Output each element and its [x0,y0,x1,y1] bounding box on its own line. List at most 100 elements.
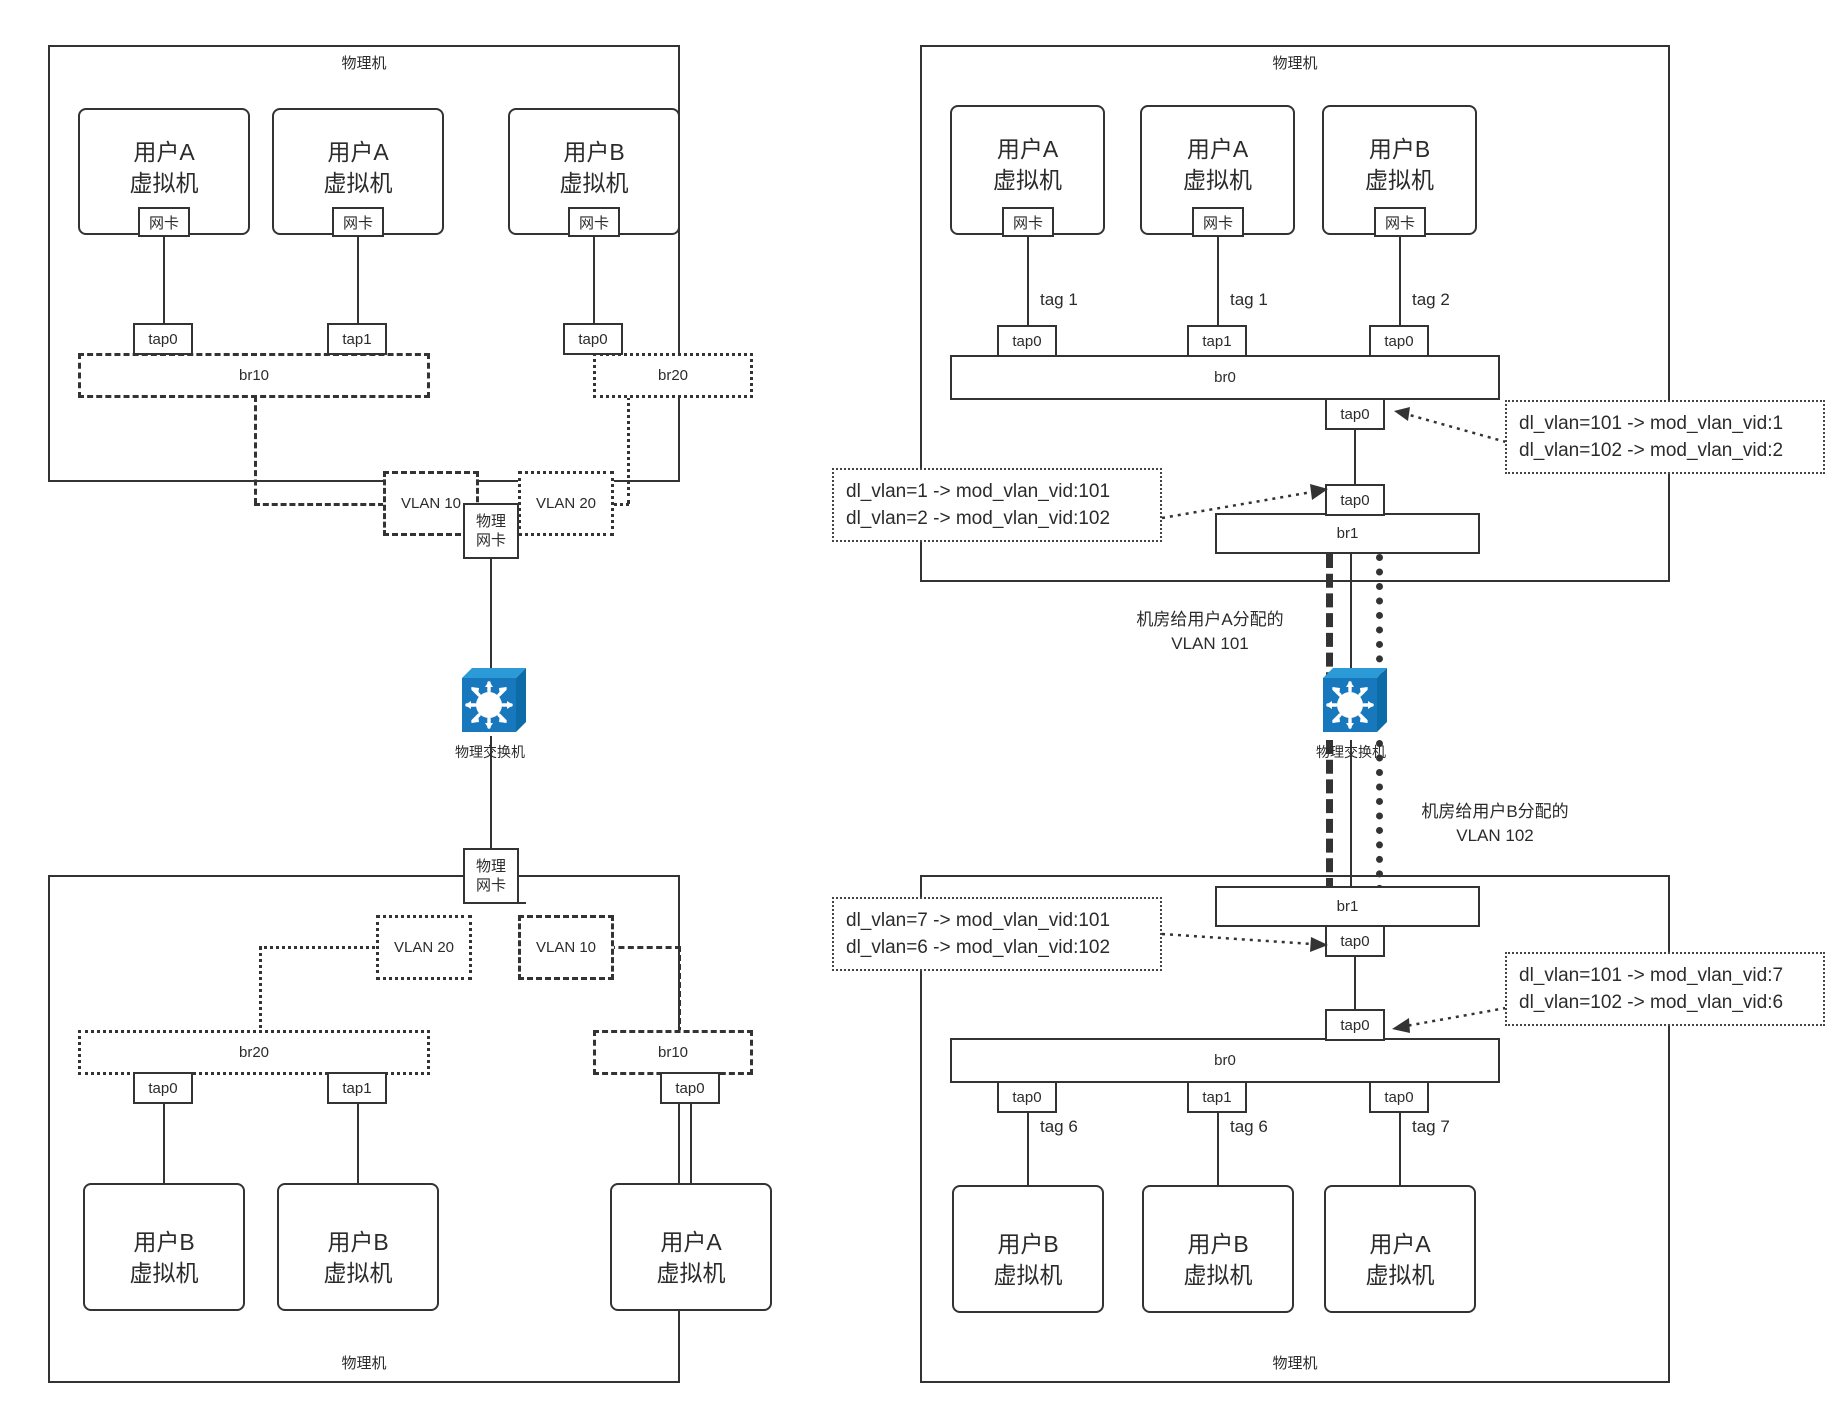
vm-title: 用户A 虚拟机 [1183,136,1252,193]
physical-nic-left-top: 物理 网卡 [463,503,519,559]
link-pnic-switch-top [490,559,492,669]
nic-left-top-1: 网卡 [138,207,190,237]
vm-left-bottom-2: 用户B 虚拟机 [277,1183,439,1311]
tag-right-top-1: tag 1 [1040,290,1078,309]
trunk-solid-top [1350,554,1352,706]
link-vlan10-br10-h [609,946,681,949]
patch-tap0-top-upper: tap0 [1325,398,1385,430]
arrow-note-top-right [1380,398,1510,448]
vm-title: 用户A 虚拟机 [129,139,199,196]
vm-title: 用户A 虚拟机 [323,139,393,196]
left-top-host-label: 物理机 [341,55,387,72]
trunk-solid-bottom [1350,740,1352,892]
vm-title: 用户A 虚拟机 [656,1229,726,1286]
bridge-br10-bottom: br10 [593,1030,753,1075]
vm-title: 用户B 虚拟机 [129,1229,199,1286]
vm-title: 用户A 虚拟机 [1365,1231,1435,1288]
bridge-br10-top: br10 [78,353,430,398]
link-br10-vlan10-v [254,396,257,504]
trunk-vlan102-bottom [1376,740,1383,892]
vm-right-bottom-2: 用户B 虚拟机 [1142,1185,1294,1313]
vlan-10-box-bottom: VLAN 10 [518,915,614,980]
switch-icon-left [452,660,528,736]
trunk-vlan101-top [1326,554,1333,706]
physical-nic-left-bottom: 物理 网卡 [463,848,519,904]
nic-left-top-2: 网卡 [332,207,384,237]
vlan-101-label: 机房给用户A分配的 VLAN 101 [1136,610,1284,653]
link-vm3-tap [593,237,595,323]
link-vm1-tap [163,237,165,323]
flow-note-bottom-right: dl_vlan=101 -> mod_vlan_vid:7 dl_vlan=10… [1505,952,1825,1026]
patch-tap0-top-lower: tap0 [1325,484,1385,516]
patch-tap0-bottom-lower: tap0 [1325,1009,1385,1041]
vm-right-top-3: 用户B 虚拟机 [1322,105,1477,235]
nic-right-top-3: 网卡 [1374,207,1426,237]
nic-right-top-1: 网卡 [1002,207,1054,237]
link-rb-tap2-nic [1217,1113,1219,1186]
link-vm2-tap [357,237,359,323]
link-vlan10-br10-v [678,946,681,1060]
flow-note-top-left: dl_vlan=1 -> mod_vlan_vid:101 dl_vlan=2 … [832,468,1162,542]
left-bottom-host-label: 物理机 [341,1355,387,1372]
switch-label-right: 物理交换机 [1316,744,1386,760]
vm-title: 用户B 虚拟机 [1365,136,1434,193]
switch-label-left: 物理交换机 [455,744,525,760]
vm-left-bottom-1: 用户B 虚拟机 [83,1183,245,1311]
bridge-br0-bottom: br0 [950,1038,1500,1083]
arrow-note-top-left [1160,478,1335,524]
link-patch-pair-top [1354,430,1356,484]
link-br20-vlan20-v [627,396,630,504]
vm-title: 用户B 虚拟机 [1183,1231,1253,1288]
vm-title: 用户B 虚拟机 [559,139,629,196]
tap-left-bottom-2: tap1 [327,1072,387,1104]
trunk-vlan102-top [1376,554,1383,706]
link-rt-vm1-tap [1027,237,1029,325]
bridge-br20-top: br20 [593,353,753,398]
arrow-note-bottom-right [1380,1000,1510,1040]
link-rt-vm3-tap [1399,237,1401,325]
tag-right-bottom-1: tag 6 [1040,1117,1078,1136]
flow-note-bottom-left: dl_vlan=7 -> mod_vlan_vid:101 dl_vlan=6 … [832,897,1162,971]
vm-title: 用户B 虚拟机 [993,1231,1063,1288]
vlan-20-box-top: VLAN 20 [518,471,614,536]
tap-left-bottom-1: tap0 [133,1072,193,1104]
vm-right-bottom-1: 用户B 虚拟机 [952,1185,1104,1313]
link-tap-nic-lb2 [357,1104,359,1184]
trunk-vlan101-bottom [1326,740,1333,892]
vm-left-bottom-3: 用户A 虚拟机 [610,1183,772,1311]
link-tap-nic-lb3 [690,1104,692,1184]
link-rb-tap3-nic [1399,1113,1401,1186]
link-rb-tap1-nic [1027,1113,1029,1186]
tap-right-bottom-2: tap1 [1187,1081,1247,1113]
tap-right-top-2: tap1 [1187,325,1247,357]
tap-right-top-3: tap0 [1369,325,1429,357]
tap-right-bottom-1: tap0 [997,1081,1057,1113]
link-patch-pair-bottom [1354,957,1356,1009]
vm-title: 用户B 虚拟机 [323,1229,393,1286]
tap-left-top-2: tap1 [327,323,387,355]
link-br10-vlan10-h [254,503,384,506]
tap-right-bottom-3: tap0 [1369,1081,1429,1113]
tap-right-top-1: tap0 [997,325,1057,357]
tap-left-top-3: tap0 [563,323,623,355]
switch-icon-right [1313,660,1389,736]
nic-left-top-3: 网卡 [568,207,620,237]
tag-right-bottom-2: tag 6 [1230,1117,1268,1136]
bridge-br0-top: br0 [950,355,1500,400]
vm-right-bottom-3: 用户A 虚拟机 [1324,1185,1476,1313]
vm-title: 用户A 虚拟机 [993,136,1062,193]
link-switch-bottom-left [490,736,492,885]
flow-note-top-right: dl_vlan=101 -> mod_vlan_vid:1 dl_vlan=10… [1505,400,1825,474]
tag-right-top-2: tag 1 [1230,290,1268,309]
link-tap-nic-lb1 [163,1104,165,1184]
tag-right-bottom-3: tag 7 [1412,1117,1450,1136]
link-rt-vm2-tap [1217,237,1219,325]
link-vlan20-br20-h [259,946,381,949]
link-vlan20-br20-v [259,946,262,1060]
patch-tap0-bottom-upper: tap0 [1325,925,1385,957]
tap-left-top-1: tap0 [133,323,193,355]
arrow-note-bottom-left [1160,920,1335,960]
right-bottom-host-label: 物理机 [1272,1355,1318,1372]
tag-right-top-3: tag 2 [1412,290,1450,309]
